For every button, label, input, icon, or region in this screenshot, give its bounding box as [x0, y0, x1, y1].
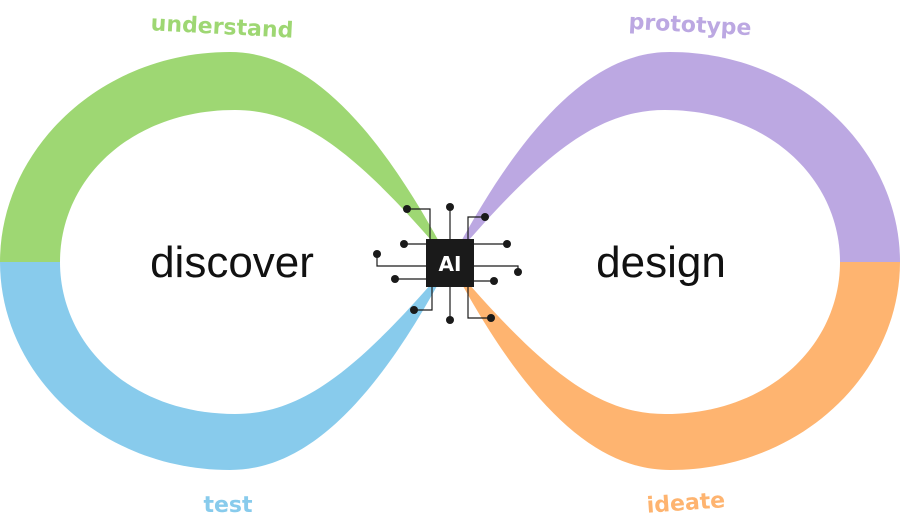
circuit-node: [410, 306, 418, 314]
circuit-trace: [407, 208, 431, 239]
circuit-trace: [467, 287, 491, 319]
circuit-node: [373, 250, 381, 258]
ai-chip-label: AI: [439, 252, 462, 276]
circuit-node: [490, 277, 498, 285]
ai-chip: [426, 239, 474, 287]
circuit-node: [446, 316, 454, 324]
circuit-node: [403, 205, 411, 213]
circuit-nodes: [373, 203, 522, 324]
design-label: design: [596, 238, 726, 287]
test-arc: [0, 262, 450, 525]
circuit-node: [391, 275, 399, 283]
circuit-trace: [414, 287, 433, 311]
test-label: test: [203, 493, 253, 518]
circuit-node: [400, 240, 408, 248]
circuit-traces: [376, 207, 519, 320]
circuit-node: [446, 203, 454, 211]
discover-label: discover: [150, 238, 314, 287]
circuit-node: [481, 213, 489, 221]
prototype-arc: [450, 0, 900, 262]
ideate-label: ideate: [646, 488, 726, 518]
understand-arc: [0, 0, 450, 262]
circuit-node: [487, 314, 495, 322]
circuit-node: [514, 268, 522, 276]
circuit-node: [503, 240, 511, 248]
circuit-trace: [467, 216, 485, 239]
ideate-arc: [450, 262, 900, 525]
